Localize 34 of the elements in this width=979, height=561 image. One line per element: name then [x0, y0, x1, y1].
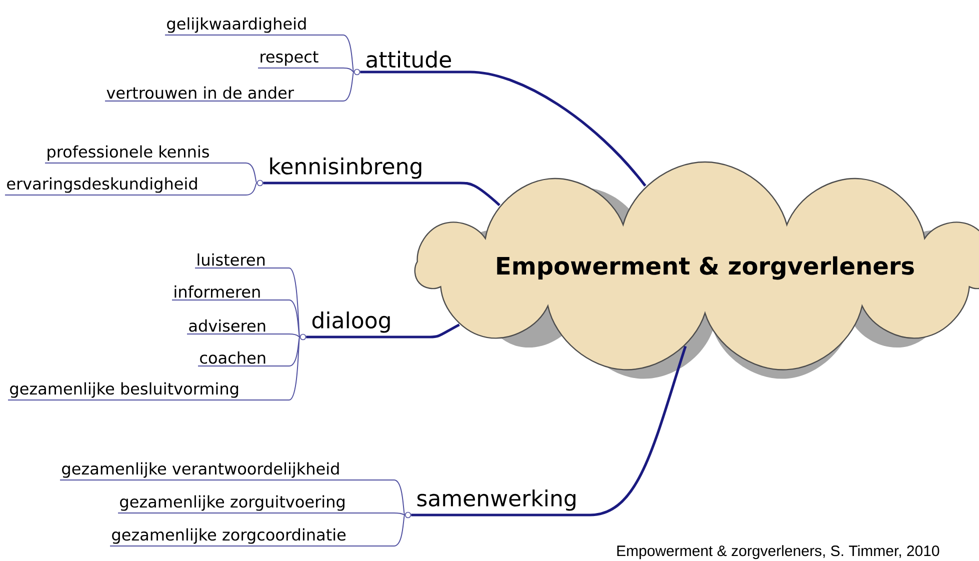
leaf-label: informeren: [174, 285, 260, 298]
connector-line: [306, 324, 460, 338]
branch-label: samenwerking: [414, 488, 580, 512]
connector-line: [194, 268, 300, 338]
connector-line: [118, 512, 406, 516]
branch-label: dialoog: [309, 310, 394, 334]
leaf-label: ervaringsdeskundigheid: [7, 177, 197, 193]
connector-line: [44, 162, 258, 184]
connector-line: [198, 336, 300, 366]
branch-label: attitude: [363, 50, 454, 69]
leaf-label: gezamenlijke zorgcoordinatie: [112, 528, 346, 544]
leaf-label: vertrouwen in de ander: [106, 86, 294, 99]
connector-line: [104, 72, 354, 102]
leaf-label: gezamenlijke zorguitvoering: [120, 495, 344, 511]
connector-line: [258, 68, 354, 72]
leaf-label: adviseren: [189, 319, 266, 332]
connector-line: [110, 514, 406, 546]
connector-line: [411, 346, 687, 516]
connector-line: [164, 34, 354, 72]
leaf-label: professionele kennis: [48, 145, 209, 161]
connector-line: [186, 334, 300, 338]
leaf-label: gezamenlijke verantwoordelijkheid: [62, 462, 339, 478]
connector-line: [360, 70, 646, 187]
connector-line: [8, 336, 300, 400]
leaf-label: gezamenlijke besluitvorming: [10, 382, 238, 398]
leaf-label: gelijkwaardigheid: [167, 17, 306, 33]
caption: Empowerment & zorgverleners, S. Timmer, 2010: [617, 545, 940, 560]
connector-line: [263, 182, 500, 206]
leaf-label: respect: [260, 51, 318, 66]
connector-line: [172, 300, 300, 338]
connector-line: [4, 182, 258, 196]
leaf-label: coachen: [200, 351, 266, 364]
connector-line: [60, 480, 406, 516]
leaf-label: luisteren: [198, 253, 265, 266]
